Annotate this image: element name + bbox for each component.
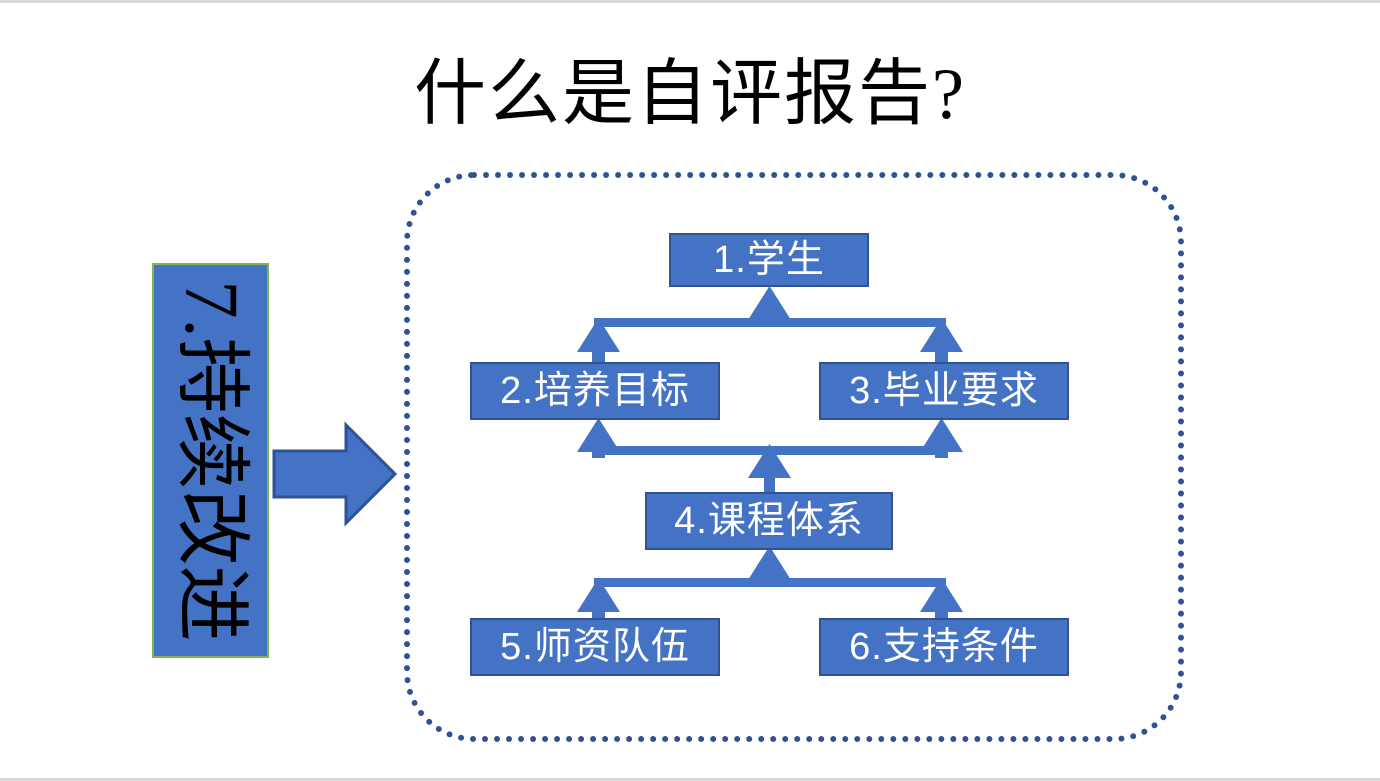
- continuous-improvement-label: 7.持续改进: [168, 280, 253, 641]
- slide-bottom-edge: [0, 778, 1380, 781]
- node-2-training-objectives[interactable]: 2.培养目标: [470, 362, 720, 420]
- node-3-graduation-requirements[interactable]: 3.毕业要求: [819, 362, 1069, 420]
- page-title: 什么是自评报告?: [414, 54, 966, 134]
- node-6-support-conditions[interactable]: 6.支持条件: [819, 618, 1069, 676]
- dotted-rounded-container: [404, 172, 1184, 742]
- continuous-improvement-box[interactable]: 7.持续改进: [152, 263, 269, 658]
- node-5-faculty-team[interactable]: 5.师资队伍: [470, 618, 720, 676]
- node-1-students[interactable]: 1.学生: [669, 233, 869, 287]
- slide-top-edge: [0, 0, 1380, 3]
- right-block-arrow-icon: [272, 421, 397, 527]
- node-4-curriculum-system[interactable]: 4.课程体系: [645, 492, 893, 550]
